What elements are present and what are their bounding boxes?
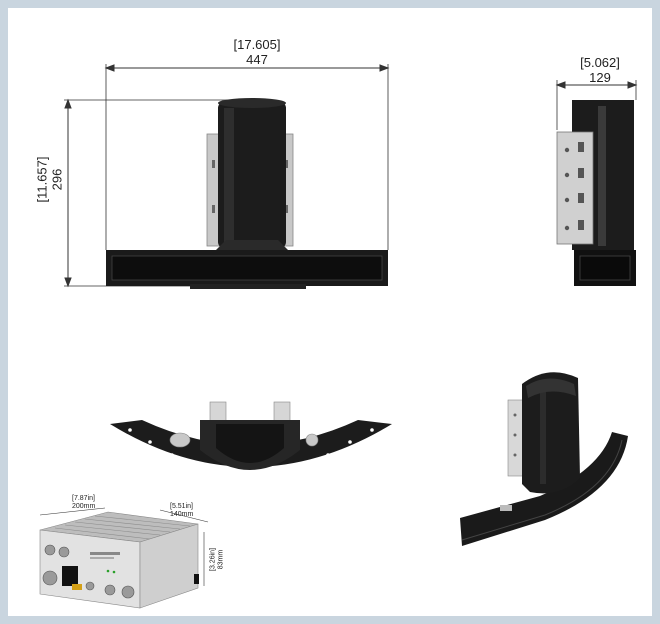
isometric-view xyxy=(460,372,628,546)
box-width-inch-label: [7.87in] xyxy=(72,495,95,502)
box-depth-mm-label: 140mm xyxy=(170,511,194,518)
box-width-mm-label: 200mm xyxy=(72,503,96,510)
front-height-mm-label: 296 xyxy=(49,168,65,191)
top-view xyxy=(110,401,392,470)
side-depth-mm-label: 129 xyxy=(589,70,611,85)
iso-cylinder xyxy=(522,372,580,494)
box-depth-dimension-line xyxy=(159,509,209,523)
top-arc-base xyxy=(110,420,392,467)
electronics-box-view xyxy=(39,507,209,609)
front-view xyxy=(64,64,390,289)
box-side-face xyxy=(139,523,199,609)
front-width-inch-label: [17.605] xyxy=(233,37,281,52)
box-depth-inch-label: [5.51in] xyxy=(170,503,193,510)
front-width-mm-label: 447 xyxy=(246,52,268,67)
front-cylinder xyxy=(218,102,286,248)
box-height-inch-label: [3.26in] xyxy=(209,548,217,571)
box-height-mm-label: 83mm xyxy=(217,549,225,570)
iso-curved-base xyxy=(460,432,628,546)
side-bracket xyxy=(556,131,594,245)
box-width-dimension-line xyxy=(39,507,106,516)
front-width-dimension-line xyxy=(104,64,390,250)
side-view xyxy=(555,80,638,286)
front-height-inch-label: [11.657] xyxy=(34,156,50,203)
side-depth-inch-label: [5.062] xyxy=(580,55,620,70)
side-depth-dimension-line xyxy=(555,80,638,130)
